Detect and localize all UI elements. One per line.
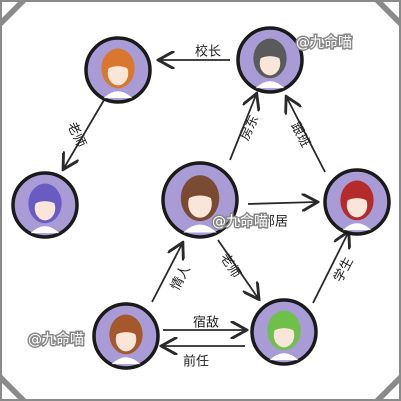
- bangs-icon: [258, 49, 282, 60]
- face-icon: [188, 189, 212, 218]
- red-hair-avatar: [323, 168, 391, 236]
- bangs-icon: [106, 59, 130, 70]
- follower-avatar: [236, 26, 304, 94]
- face-icon: [34, 196, 56, 221]
- watermark-bottom: @九命喵: [28, 331, 84, 348]
- edge-label-e1: 校长: [195, 44, 221, 60]
- center-avatar: [161, 161, 239, 239]
- principal-avatar: [84, 36, 152, 104]
- edge-label-e9: 宿敌: [193, 315, 219, 331]
- shoulders-icon: [183, 224, 217, 233]
- face-icon: [346, 193, 368, 218]
- shoulders-icon: [30, 226, 60, 234]
- edge-label-e7: 老师: [217, 251, 244, 281]
- bangs-icon: [33, 194, 57, 205]
- face-icon: [107, 61, 129, 86]
- bangs-icon: [272, 321, 296, 332]
- edge-label-e10: 前任: [183, 354, 209, 370]
- bun-hair-avatar: [92, 302, 160, 370]
- edge-arrow-e4: [287, 98, 326, 173]
- nodes: [11, 26, 391, 370]
- edge-label-e2: 老师: [64, 120, 89, 150]
- edge-label-e4: 跟班: [287, 120, 312, 150]
- edge-arrow-e7: [217, 239, 258, 298]
- shoulders-icon: [255, 81, 285, 89]
- edge-arrow-e3: [229, 95, 256, 161]
- green-hair-avatar: [250, 298, 318, 366]
- purple-hair-avatar: [11, 171, 79, 239]
- edge-label-e3: 房东: [237, 113, 262, 143]
- shoulders-icon: [269, 353, 299, 361]
- edge-arrow-e2: [64, 99, 105, 168]
- edge-arrow-e5: [247, 202, 316, 204]
- face-icon: [115, 327, 137, 352]
- bangs-icon: [186, 188, 214, 200]
- edge-label-e6: 情人: [168, 263, 193, 293]
- face-icon: [273, 323, 295, 348]
- shoulders-icon: [342, 223, 372, 231]
- edge-arrow-e6: [151, 244, 182, 303]
- edge-arrow-e8: [312, 233, 348, 304]
- edge-label-e5: 邻居: [262, 215, 288, 230]
- watermark-center: @九命喵: [212, 213, 268, 230]
- watermark-top: @九命喵: [296, 34, 352, 51]
- shoulders-icon: [111, 357, 141, 365]
- bangs-icon: [345, 191, 369, 202]
- bangs-icon: [114, 325, 138, 336]
- shoulders-icon: [103, 91, 133, 99]
- face-icon: [259, 51, 281, 76]
